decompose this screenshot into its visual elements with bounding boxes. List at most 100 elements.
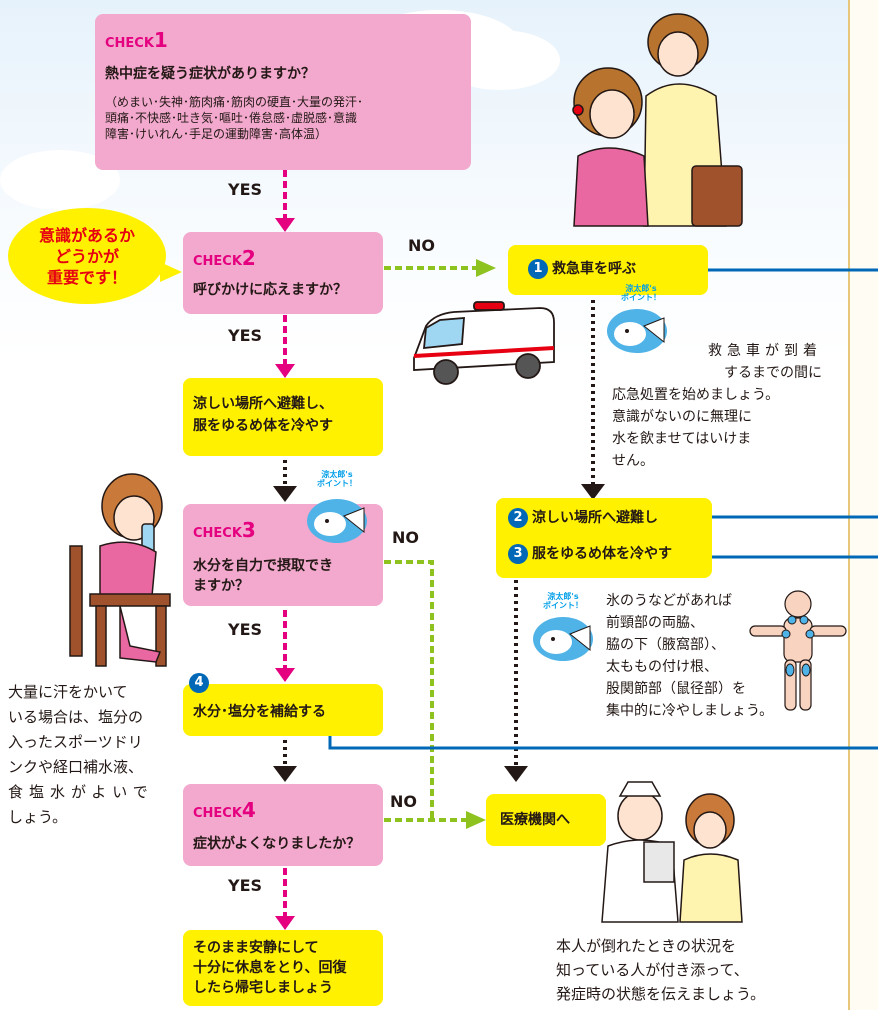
bubble-line: 重要です！ xyxy=(46,267,127,287)
girl-and-woman-illustration xyxy=(572,13,743,227)
no-label: NO xyxy=(392,528,419,547)
cool-down-line: 服をゆるめ体を冷やす xyxy=(193,418,333,434)
check3-question-line: ますか？ xyxy=(193,578,249,594)
mascot-icon xyxy=(533,617,593,661)
cool-down-line: 涼しい場所へ避難し、 xyxy=(193,396,333,412)
rest-line: したら帰宅しましょう xyxy=(193,980,333,996)
detail-line: （めまい･失神･筋肉痛･筋肉の硬直･大量の発汗･ xyxy=(105,95,364,109)
check2-question: 呼びかけに応えますか？ xyxy=(193,282,347,298)
note-line: いる場合は、塩分の xyxy=(8,708,144,726)
check-number: 3 xyxy=(241,518,256,542)
ambulance-text: 救急車を呼ぶ xyxy=(552,261,636,277)
mascot-tag: 涼太郎's ポイント！ xyxy=(302,470,372,488)
note-line: 太ももの付け根、 xyxy=(606,659,718,675)
note-line: 意識がないのに無理に xyxy=(612,409,752,425)
check-tag: CHECK xyxy=(105,36,154,51)
number-badge: 2 xyxy=(508,508,528,528)
note-line: 本人が倒れたときの状況を xyxy=(556,937,737,955)
hospital-note: 本人が倒れたときの状況を 知っている人が付き添って、 発症時の状態を伝えましょう… xyxy=(556,934,816,1006)
note-line: するまでの間に xyxy=(724,365,822,381)
number-badge: 3 xyxy=(508,544,528,564)
note-line: ンクや経口補水液、 xyxy=(8,758,144,776)
detail-line: 頭痛･不快感･吐き気･嘔吐･倦怠感･虚脱感･意識 xyxy=(105,111,358,125)
check-number: 4 xyxy=(241,798,256,822)
check1-label: CHECK1 xyxy=(105,28,168,52)
note-line: 発症時の状態を伝えましょう。 xyxy=(556,985,766,1003)
step2-text: 涼しい場所へ避難し xyxy=(532,510,658,526)
check2-label: CHECK2 xyxy=(193,246,256,270)
check2-box: CHECK2 呼びかけに応えますか？ xyxy=(183,232,383,314)
hospital-label: 医療機関へ xyxy=(500,812,570,828)
step4-label: 水分･塩分を補給する xyxy=(193,704,326,720)
check1-question: 熱中症を疑う症状がありますか？ xyxy=(105,66,315,82)
bubble-line: どうかが xyxy=(54,246,119,266)
note-line: 氷のうなどがあれば xyxy=(606,593,732,609)
check-tag: CHECK xyxy=(193,254,242,269)
check-tag: CHECK xyxy=(193,806,242,821)
note-line: しょう。 xyxy=(8,808,68,826)
bubble-callout: 意識があるか どうかが 重要です！ xyxy=(8,208,166,304)
mascot-tag-line: 涼太郎's xyxy=(625,284,657,293)
number-badge: 4 xyxy=(189,672,209,693)
step3-text: 服をゆるめ体を冷やす xyxy=(532,546,672,562)
girl-drinking-illustration xyxy=(69,473,171,667)
hospital-box: 医療機関へ xyxy=(486,794,606,846)
detail-line: 障害･けいれん･手足の運動障害･高体温） xyxy=(105,127,328,141)
note-line: 救急車が到着 xyxy=(708,343,822,359)
mascot-tag-line: 涼太郎's xyxy=(321,470,353,479)
nurse-and-woman-illustration xyxy=(601,781,743,923)
check3-label: CHECK3 xyxy=(193,518,256,542)
check1-box: CHECK1 熱中症を疑う症状がありますか？ （めまい･失神･筋肉痛･筋肉の硬直… xyxy=(95,14,471,170)
step4-box: 4 水分･塩分を補給する xyxy=(183,672,383,736)
number-badge: 1 xyxy=(528,259,548,279)
sweat-note: 大量に汗をかいて いる場合は、塩分の 入ったスポーツドリ ンクや経口補水液、 食… xyxy=(8,680,178,830)
note-line: 脇の下（腋窩部）、 xyxy=(606,637,725,653)
check3-question-line: 水分を自力で摂取でき xyxy=(193,558,333,574)
yes-label: YES xyxy=(228,876,263,895)
mascot-tag-line: 涼太郎's xyxy=(547,592,579,601)
right-side-panel xyxy=(848,0,878,1010)
note-line: 集中的に冷やしましょう。 xyxy=(606,703,774,719)
bubble-line: 意識があるか xyxy=(38,225,135,245)
mascot-tag-line: ポイント！ xyxy=(317,479,357,488)
check-number: 1 xyxy=(153,28,168,52)
mascot-icon xyxy=(607,309,667,353)
mascot-tag: 涼太郎's ポイント！ xyxy=(606,284,676,302)
note-line: 大量に汗をかいて xyxy=(8,683,128,701)
check4-question: 症状がよくなりましたか？ xyxy=(193,836,361,852)
note-line: 前頸部の両脇、 xyxy=(606,615,704,631)
ambulance-icon xyxy=(413,301,555,385)
note-line: 水を飲ませてはいけま xyxy=(612,431,752,447)
ice-note: 氷のうなどがあれば 前頸部の両脇、 脇の下（腋窩部）、 太ももの付け根、 股関節… xyxy=(606,590,796,722)
mascot-tag-line: ポイント！ xyxy=(543,601,583,610)
yes-label: YES xyxy=(228,620,263,639)
cool-down-box: 涼しい場所へ避難し、 服をゆるめ体を冷やす xyxy=(183,378,383,456)
check4-label: CHECK4 xyxy=(193,798,256,822)
step4-badge: 4 xyxy=(189,672,213,693)
yes-label: YES xyxy=(228,326,263,345)
no-label: NO xyxy=(408,236,435,255)
check-tag: CHECK xyxy=(193,526,242,541)
note-line: せん。 xyxy=(612,453,654,469)
note-line: 食塩水がよいで xyxy=(8,783,154,801)
note-line: 知っている人が付き添って、 xyxy=(556,961,749,979)
mascot-tag-line: ポイント！ xyxy=(621,293,661,302)
mascot-tag: 涼太郎's ポイント！ xyxy=(528,592,598,610)
note-line: 股関節部（鼠径部）を xyxy=(606,681,746,697)
check1-detail: （めまい･失神･筋肉痛･筋肉の硬直･大量の発汗･ 頭痛･不快感･吐き気･嘔吐･倦… xyxy=(105,94,363,142)
check-number: 2 xyxy=(241,246,256,270)
body-cooling-figure xyxy=(749,590,847,711)
note-line: 入ったスポーツドリ xyxy=(8,733,143,751)
mascot-icon xyxy=(307,499,367,543)
rest-line: そのまま安静にして xyxy=(193,940,319,956)
ambulance-note: 救急車が到着 するまでの間に 応急処置を始めましょう。 意識がないのに無理に 水… xyxy=(612,340,822,472)
rest-box: そのまま安静にして 十分に休息をとり、回復 したら帰宅しましょう xyxy=(183,930,383,1006)
bubble-tail xyxy=(160,262,182,282)
check4-box: CHECK4 症状がよくなりましたか？ xyxy=(183,784,383,866)
